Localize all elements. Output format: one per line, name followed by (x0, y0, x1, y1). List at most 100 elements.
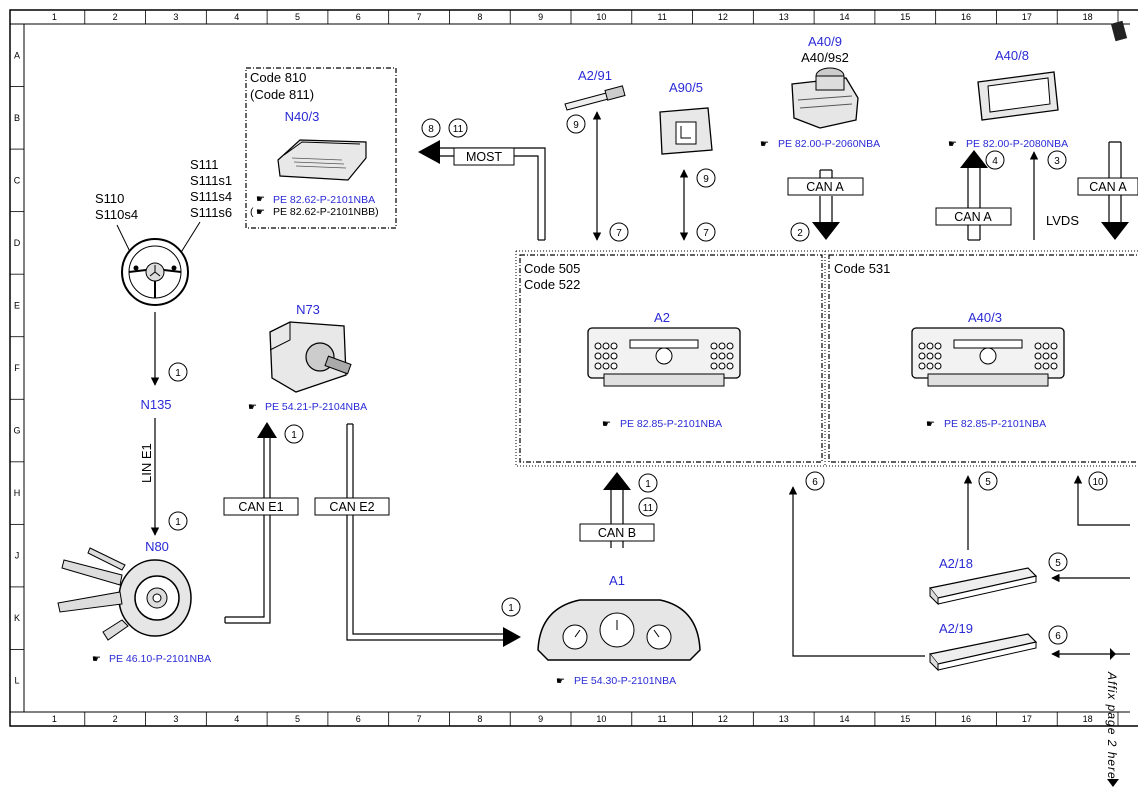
a1-label: A1 (609, 573, 625, 588)
can-a1-label: CAN A (806, 180, 844, 194)
a40-9-controller-icon (791, 67, 859, 129)
a40-9-ref-icon: ☛ (760, 139, 769, 150)
a40-3-label: A40/3 (968, 310, 1002, 325)
a90-5-module-icon (659, 107, 713, 155)
callout-1e: 1 (645, 479, 651, 490)
a40-3-ref-icon: ☛ (926, 419, 935, 430)
a2-ref-icon: ☛ (602, 419, 611, 430)
callout-11a: 11 (453, 124, 464, 135)
switch-s111s1: S111s1 (190, 173, 232, 188)
a40-8-label: A40/8 (995, 48, 1029, 63)
callout-7a: 7 (616, 228, 622, 239)
callout-9b: 9 (703, 174, 709, 185)
n73-ignition-switch-icon (269, 321, 352, 393)
page-marker-icon (1110, 20, 1128, 42)
callout-5a: 5 (985, 477, 991, 488)
ruler-col-label: 4 (234, 714, 239, 724)
a1-instrument-cluster-icon (537, 599, 701, 661)
ruler-col-label: 9 (538, 714, 543, 724)
ruler-col-label: 11 (657, 12, 666, 22)
callout-7b: 7 (703, 228, 709, 239)
callout-3: 3 (1054, 156, 1060, 167)
can-e1-label: CAN E1 (238, 500, 283, 514)
callout-1a: 1 (175, 368, 181, 379)
ruler-row-label: E (14, 300, 20, 310)
n73-ref-icon: ☛ (248, 402, 257, 413)
n40-ref-icon: ☛ (256, 194, 265, 205)
affix-note: Affix page 2 here (1105, 671, 1119, 780)
code810-label: Code 810 (250, 70, 306, 85)
ruler-col-label: 1 (52, 12, 57, 22)
a2-18-label: A2/18 (939, 556, 973, 571)
switch-s111s6: S111s6 (190, 205, 232, 220)
ruler-col-label: 16 (961, 12, 971, 22)
ruler-col-label: 8 (477, 12, 482, 22)
ruler-col-label: 18 (1083, 714, 1093, 724)
n135-label: N135 (140, 397, 171, 412)
ruler-col-label: 14 (839, 12, 849, 22)
code505-label: Code 505 (524, 261, 580, 276)
a1-ref-icon: ☛ (556, 676, 565, 687)
ruler-col-label: 3 (173, 714, 178, 724)
switch-s111s4: S111s4 (190, 189, 232, 204)
ruler-col-label: 14 (839, 714, 849, 724)
callout-1b: 1 (175, 517, 181, 528)
ruler-col-label: 13 (779, 714, 789, 724)
callout-10: 10 (1092, 477, 1104, 488)
a40-3-head-unit-icon (911, 327, 1065, 387)
n40-3-amplifier-icon (277, 139, 367, 181)
switch-s111: S111 (190, 157, 218, 172)
code522-label: Code 522 (524, 277, 580, 292)
ruler-row-label: H (14, 488, 21, 498)
n80-ref-icon: ☛ (92, 654, 101, 665)
ruler-col-label: 18 (1083, 12, 1093, 22)
ruler-col-label: 6 (356, 714, 361, 724)
can-a2-label: CAN A (954, 210, 992, 224)
code531-label: Code 531 (834, 261, 890, 276)
ruler-col-label: 5 (295, 12, 300, 22)
ruler-col-label: 13 (779, 12, 789, 22)
callout-9a: 9 (573, 120, 579, 131)
ruler-col-label: 15 (900, 12, 910, 22)
callout-6a: 6 (812, 477, 818, 488)
n40-3-label: N40/3 (285, 109, 320, 124)
a2-91-antenna-icon (564, 85, 626, 111)
affix-arrow-icon-bottom (1107, 779, 1119, 787)
most-label: MOST (466, 150, 502, 164)
ruler-row-label: F (14, 363, 20, 373)
ruler-row-label: G (13, 426, 20, 436)
ruler-col-label: 1 (52, 714, 57, 724)
a2-ref: PE 82.85-P-2101NBA (620, 418, 722, 430)
lvds-label: LVDS (1046, 213, 1079, 228)
ruler-col-label: 15 (900, 714, 910, 724)
a2-label: A2 (654, 310, 670, 325)
ruler-col-label: 16 (961, 714, 971, 724)
a40-3-ref: PE 82.85-P-2101NBA (944, 418, 1046, 430)
ruler-col-label: 8 (477, 714, 482, 724)
drawing-frame (9, 9, 1138, 727)
ruler-col-label: 6 (356, 12, 361, 22)
a2-head-unit-icon (587, 327, 741, 387)
ruler-col-label: 7 (417, 12, 422, 22)
callout-11b: 11 (643, 503, 654, 514)
switch-s110: S110 (95, 191, 124, 206)
ruler-row-label: L (14, 676, 19, 686)
callout-8: 8 (428, 124, 434, 135)
ruler-col-label: 12 (718, 12, 728, 22)
a2-19-label: A2/19 (939, 621, 973, 636)
ruler-row-label: J (15, 551, 20, 561)
callout-6b: 6 (1055, 631, 1061, 642)
a40-9-label: A40/9 (808, 34, 842, 49)
n40-ref-a: PE 82.62-P-2101NBA (273, 194, 375, 206)
lin-e1-label: LIN E1 (139, 443, 154, 483)
ruler-col-label: 7 (417, 714, 422, 724)
can-e2-label: CAN E2 (329, 500, 374, 514)
ruler-col-label: 5 (295, 714, 300, 724)
code811-label: (Code 811) (250, 87, 314, 102)
a1-ref: PE 54.30-P-2101NBA (574, 675, 676, 687)
a40-8-display-icon (977, 71, 1059, 121)
a2-19-antenna-module-icon (928, 633, 1038, 672)
callout-4: 4 (992, 156, 998, 167)
